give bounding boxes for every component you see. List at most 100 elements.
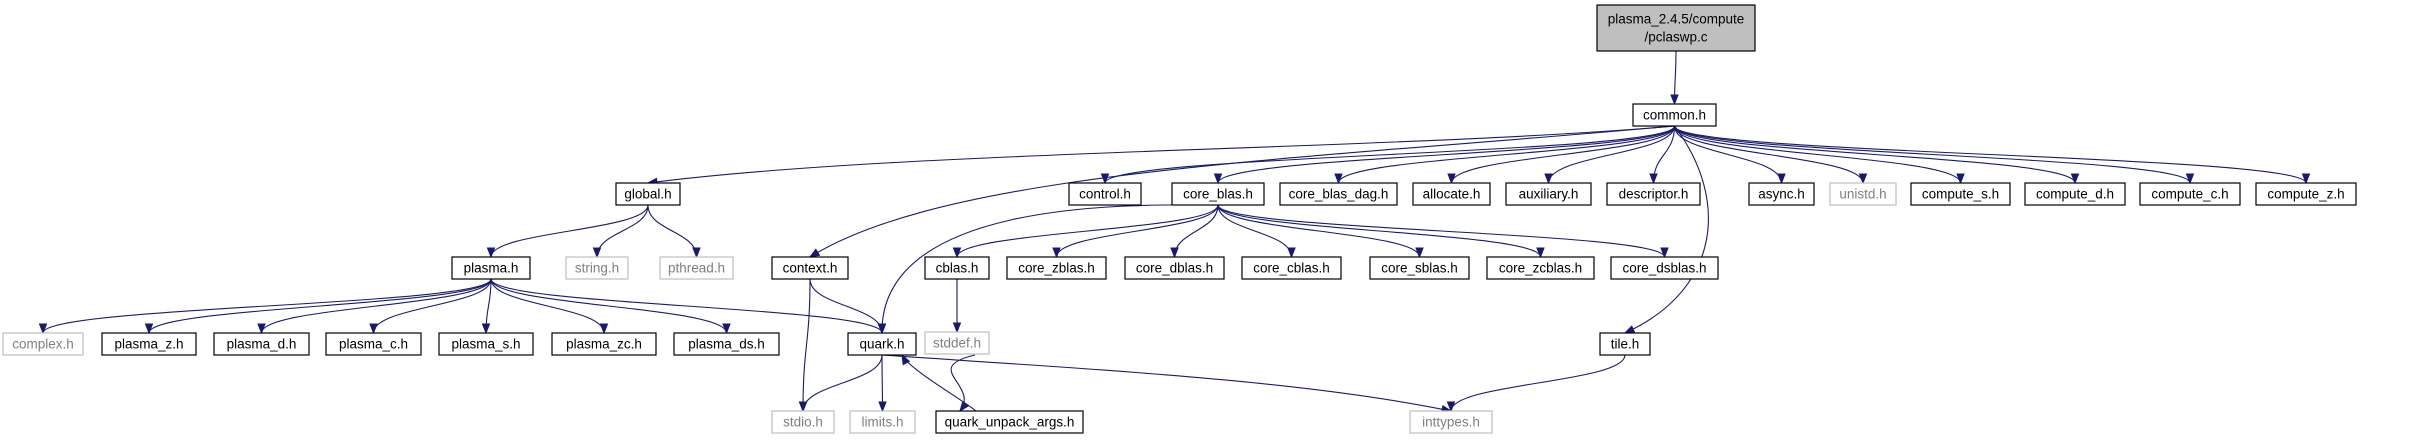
node-core-blas-dag[interactable]: core_blas_dag.h [1279, 182, 1398, 206]
node-box [1124, 256, 1225, 280]
node-label: core_cblas.h [1253, 261, 1330, 276]
arrowhead-core_blas-to-core_zblas [1052, 247, 1061, 259]
node-quark[interactable]: quark.h [847, 332, 917, 356]
arrowhead-core_blas-to-core_sblas [1415, 247, 1424, 259]
edge-global-to-pthread [647, 204, 698, 258]
node-compute-c[interactable]: compute_c.h [2139, 182, 2241, 206]
node-label: auxiliary.h [1519, 187, 1579, 202]
node-box [1632, 103, 1717, 127]
edge-tile-to-inttypes [1450, 354, 1626, 412]
node-box [1241, 256, 1342, 280]
node-descriptor[interactable]: descriptor.h [1606, 182, 1701, 206]
node-plasma-zc[interactable]: plasma_zc.h [551, 332, 657, 356]
node-label: limits.h [861, 415, 903, 430]
arrowhead-tile-to-inttypes [1446, 401, 1456, 413]
edge-core_blas-to-core_zblas [1055, 204, 1219, 258]
node-core-blas[interactable]: core_blas.h [1171, 182, 1265, 206]
node-box [924, 331, 990, 355]
node-box [1006, 256, 1107, 280]
node-label: compute_c.h [2151, 187, 2228, 202]
arrowhead-common-to-core_blas_dag [1334, 173, 1343, 185]
node-box [2255, 182, 2357, 206]
node-box [924, 256, 990, 280]
node-context[interactable]: context.h [771, 256, 849, 280]
edge-quark-to-inttypes [881, 354, 1452, 412]
node-compute-s[interactable]: compute_s.h [1910, 182, 2011, 206]
edge-core_blas-to-core_zcblas [1217, 204, 1542, 258]
node-box [1412, 182, 1491, 206]
node-label: unistd.h [1839, 187, 1886, 202]
node-plasma[interactable]: plasma.h [451, 256, 531, 280]
arrowhead-plasma-to-complex [38, 323, 48, 335]
edge-plasma-to-plasma_d [260, 278, 492, 334]
arrowhead-plasma-to-plasma_ds [722, 323, 731, 335]
node-label: compute_z.h [2267, 187, 2344, 202]
edge-common-to-async [1673, 125, 1783, 184]
node-label: context.h [783, 261, 838, 276]
edge-common-to-compute_c [1673, 125, 2191, 184]
node-plasma-z[interactable]: plasma_z.h [101, 332, 197, 356]
node-common[interactable]: common.h [1632, 103, 1717, 127]
node-label: pthread.h [668, 261, 725, 276]
edge-quark_unpack_args-to-quark [901, 354, 977, 412]
node-async[interactable]: async.h [1748, 182, 1815, 206]
node-core-sblas[interactable]: core_sblas.h [1369, 256, 1470, 280]
edge-common-to-unistd [1673, 125, 1864, 184]
arrowhead-plasma-to-plasma_c [369, 323, 378, 335]
arrowhead-global-to-string [592, 247, 602, 259]
node-cblas[interactable]: cblas.h [924, 256, 990, 280]
node-core-zblas[interactable]: core_zblas.h [1006, 256, 1107, 280]
node-allocate[interactable]: allocate.h [1412, 182, 1491, 206]
edge-global-to-plasma [490, 204, 649, 258]
node-label: descriptor.h [1619, 187, 1689, 202]
edge-common-to-compute_z [1673, 125, 2307, 184]
node-complex: complex.h [2, 332, 84, 356]
node-plasma-d[interactable]: plasma_d.h [213, 332, 310, 356]
node-label: async.h [1758, 187, 1805, 202]
arrowhead-common-to-compute_s [1956, 173, 1965, 185]
node-label: quark_unpack_args.h [945, 415, 1075, 430]
node-box [935, 410, 1084, 434]
node-compute-z[interactable]: compute_z.h [2255, 182, 2357, 206]
edge-common-to-compute_s [1673, 125, 1962, 184]
node-quark-unpack-args[interactable]: quark_unpack_args.h [935, 410, 1084, 434]
node-box [325, 332, 422, 356]
edge-plasma-to-quark [490, 278, 883, 334]
node-core-dsblas[interactable]: core_dsblas.h [1610, 256, 1719, 280]
arrowhead-common-to-control [1100, 173, 1110, 185]
node-control[interactable]: control.h [1068, 182, 1142, 206]
edge-core_blas-to-core_dsblas [1217, 204, 1666, 258]
node-label: plasma_c.h [339, 337, 408, 352]
node-box [2024, 182, 2126, 206]
node-label: plasma_ds.h [688, 337, 765, 352]
edge-common-to-core_blas [1217, 125, 1676, 184]
arrowhead-cblas-to-stddef [952, 322, 962, 334]
node-core-dblas[interactable]: core_dblas.h [1124, 256, 1225, 280]
edge-common-to-global [647, 125, 1675, 184]
node-core-zcblas[interactable]: core_zcblas.h [1486, 256, 1595, 280]
node-tile[interactable]: tile.h [1599, 332, 1651, 356]
node-box [771, 410, 835, 434]
node-stddef: stddef.h [924, 331, 990, 355]
arrowhead-plasma-to-plasma_zc [599, 323, 609, 335]
node-global[interactable]: global.h [615, 182, 681, 206]
node-label: core_dsblas.h [1622, 261, 1706, 276]
node-label: global.h [624, 187, 671, 202]
node-plasma-c[interactable]: plasma_c.h [325, 332, 422, 356]
node-plasma-ds[interactable]: plasma_ds.h [673, 332, 780, 356]
edge-context-to-quark [809, 278, 883, 334]
arrowhead-core_blas-to-core_cblas [1287, 247, 1296, 259]
node-plasma-s[interactable]: plasma_s.h [438, 332, 534, 356]
nodes-layer: plasma_2.4.5/compute/pclaswp.c common.h gl… [2, 4, 2357, 434]
arrowhead-common-to-auxiliary [1544, 173, 1553, 185]
root-label-line1: plasma_2.4.5/compute [1608, 12, 1745, 27]
node-label: plasma_s.h [451, 337, 520, 352]
node-compute-d[interactable]: compute_d.h [2024, 182, 2126, 206]
edge-plasma-to-plasma_ds [490, 278, 728, 334]
arrowhead-common-to-unistd [1858, 173, 1868, 185]
node-label: allocate.h [1423, 187, 1481, 202]
node-auxiliary[interactable]: auxiliary.h [1505, 182, 1592, 206]
node-box [615, 182, 681, 206]
node-core-cblas[interactable]: core_cblas.h [1241, 256, 1342, 280]
node-root[interactable]: plasma_2.4.5/compute/pclaswp.c [1596, 4, 1756, 52]
